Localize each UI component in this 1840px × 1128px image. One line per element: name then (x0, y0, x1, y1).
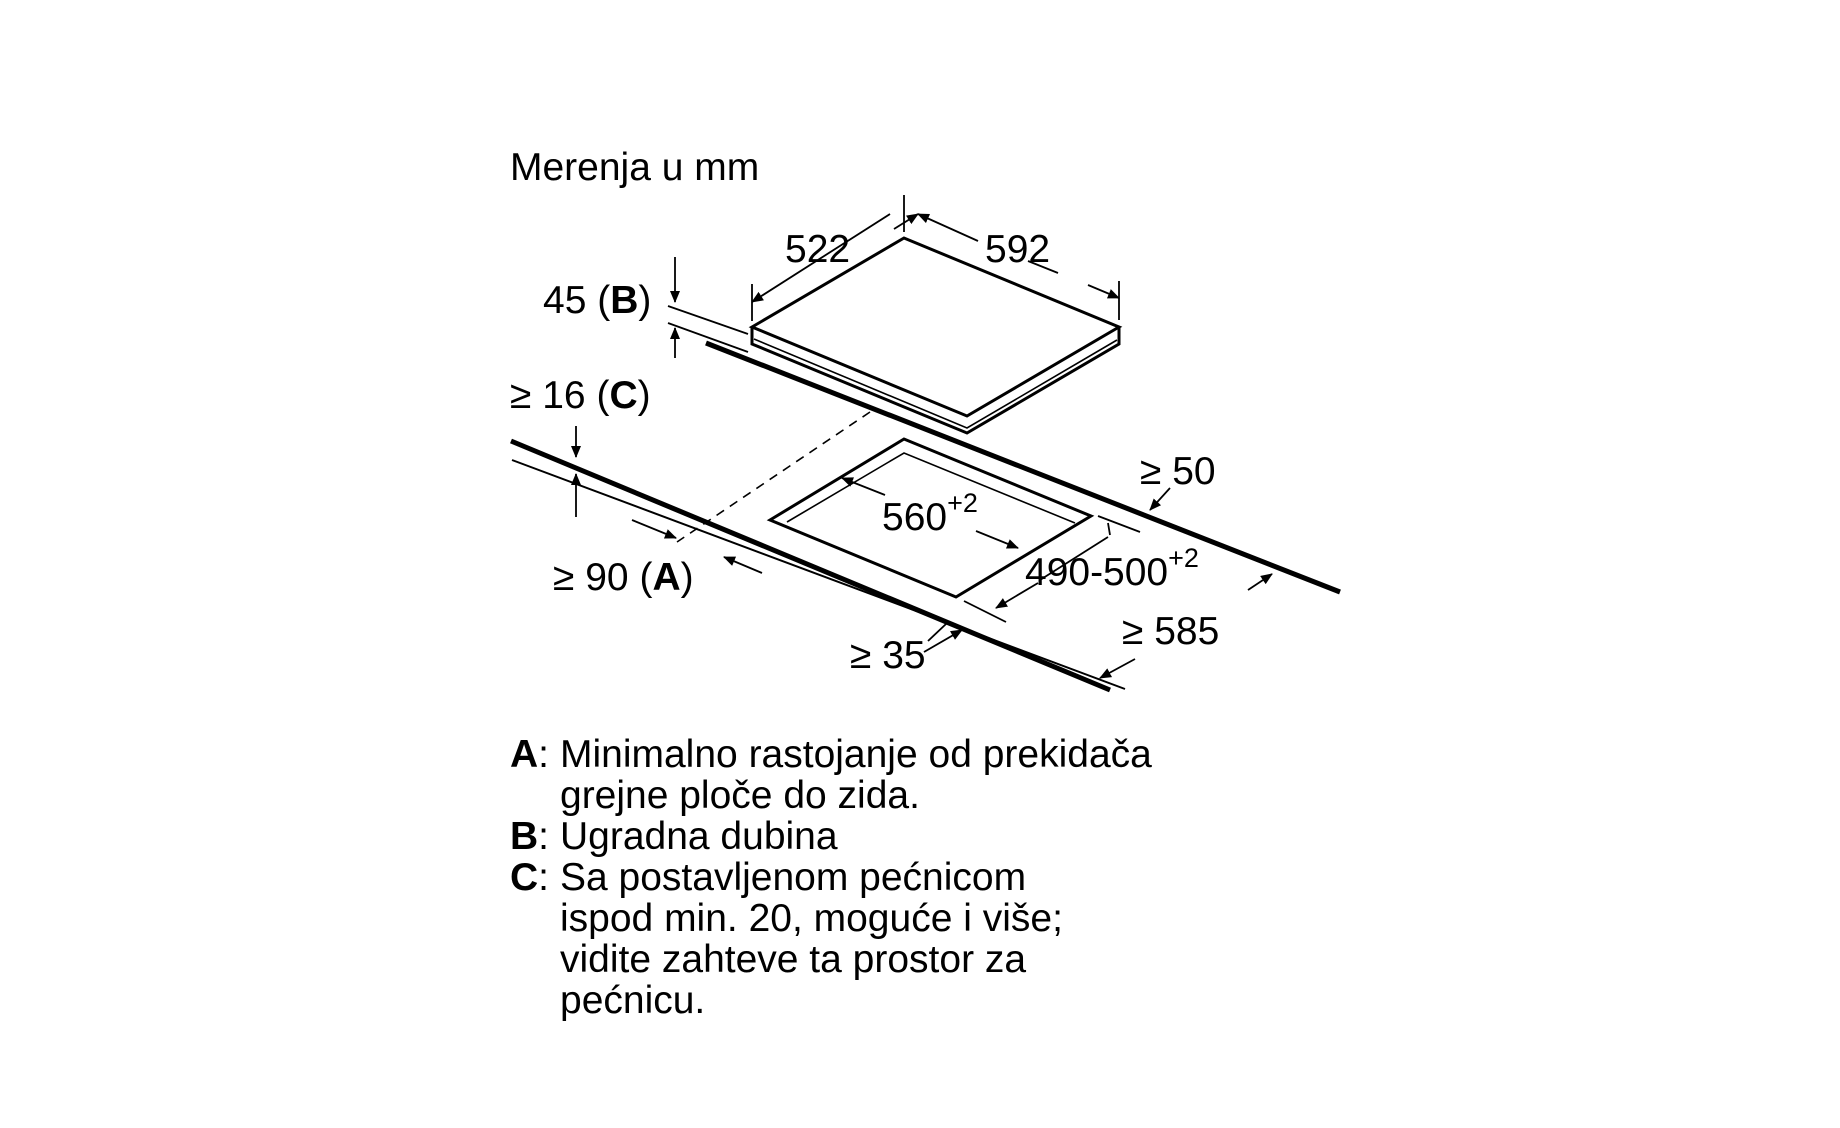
front-clearance-label: ≥ 35 (850, 634, 926, 677)
hob-outline (748, 236, 1123, 435)
legend-key: C: (510, 856, 550, 899)
legend-key: B: (510, 815, 550, 858)
cutout-outline (766, 437, 1095, 599)
legend-item: A: Minimalno rastojanje od prekidača gre… (510, 734, 1180, 816)
legend-text: Sa postavljenom pećnicom ispod min. 20, … (560, 856, 1063, 1022)
rear-clearance-label: ≥ 50 (1140, 450, 1216, 493)
hob-width-label: 592 (985, 228, 1050, 271)
alignment-dashed-line (676, 411, 871, 543)
legend-text: Ugradna dubina (560, 815, 838, 858)
cutout-depth-label: 490-500+2 (1025, 543, 1199, 594)
legend-item: C: Sa postavljenom pećnicom ispod min. 2… (510, 857, 1180, 1021)
clearance-a-label: ≥ 90 (A) (553, 556, 694, 599)
diagram-title: Merenja u mm (510, 146, 759, 189)
countertop-rear-edge (705, 340, 1341, 595)
clearance-c-label: ≥ 16 (C) (510, 374, 651, 417)
legend-item: B: Ugradna dubina (510, 816, 1180, 857)
cutout-width-label: 560+2 (882, 488, 978, 539)
countertop-depth-label: ≥ 585 (1122, 610, 1219, 653)
legend-key: A: (510, 733, 550, 776)
depth-b-label: 45 (B) (543, 279, 651, 322)
countertop-front-edge (510, 438, 1126, 693)
dimension-lines (571, 195, 1273, 679)
legend-text: Minimalno rastojanje od prekidača grejne… (560, 733, 1152, 817)
legend: A: Minimalno rastojanje od prekidača gre… (510, 734, 1180, 1021)
hob-depth-label: 522 (785, 228, 850, 271)
